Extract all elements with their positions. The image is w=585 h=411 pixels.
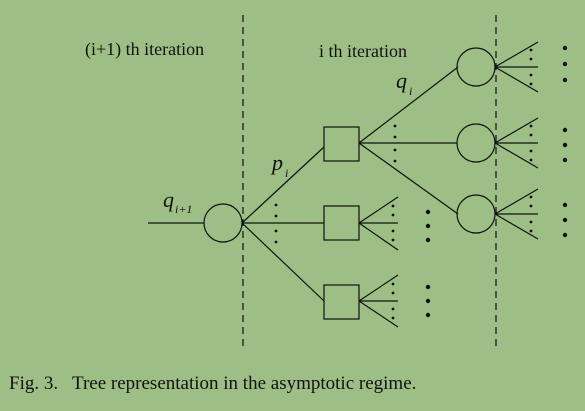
large-ellipses — [425, 45, 568, 318]
root-edge-label: q — [163, 187, 174, 212]
small-ellipses — [274, 48, 533, 320]
figure-caption: Fig. 3. Tree representation in the asymp… — [9, 373, 416, 395]
fan-square-mid — [358, 196, 399, 251]
square-node-mid — [323, 205, 360, 241]
square-node-bottom — [323, 284, 360, 320]
edge-root-to-square-bottom — [241, 222, 325, 302]
left-region-label: (i+1) th iteration — [85, 39, 204, 60]
root-node — [203, 203, 243, 243]
fan-circle-bottom — [494, 188, 539, 240]
p-edge-label: p — [270, 150, 283, 175]
q-edge-subscript: i — [409, 84, 412, 98]
fan-square-bottom — [358, 274, 399, 328]
root-edge-subscript: i+1 — [175, 202, 192, 216]
p-edge-subscript: i — [285, 166, 288, 180]
right-circle-top — [456, 47, 496, 87]
right-circle-bottom — [456, 194, 496, 234]
right-circle-mid — [456, 123, 496, 163]
right-region-label: i th iteration — [319, 41, 407, 61]
tree-diagram: (i+1) th iteration i th iteration q i+1 … — [85, 15, 568, 348]
edge-square-to-circle-bottom — [358, 142, 459, 215]
q-edge-label: q — [396, 68, 407, 93]
fan-circle-top — [494, 41, 539, 93]
fan-circle-mid — [494, 117, 539, 169]
edge-root-to-square-top — [241, 146, 325, 224]
caption-figure-number: Fig. 3. — [9, 373, 59, 394]
edge-square-to-circle-top — [358, 66, 459, 144]
square-node-top — [323, 126, 360, 162]
caption-text: Tree representation in the asymptotic re… — [72, 373, 417, 394]
